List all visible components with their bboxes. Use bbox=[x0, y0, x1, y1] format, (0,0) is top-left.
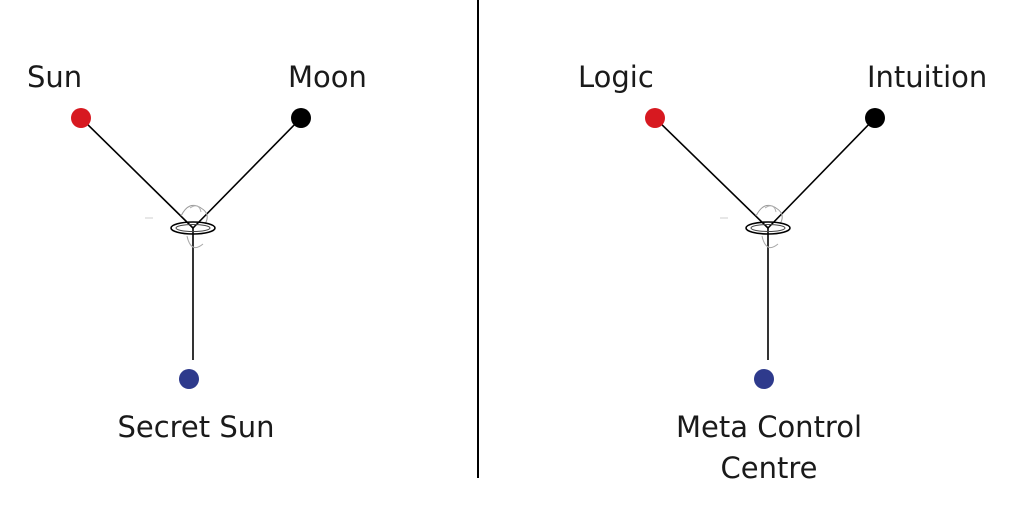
left-dot bbox=[71, 108, 91, 128]
right-panel: Logic Intuition Meta Control Centre bbox=[578, 60, 987, 485]
left-arm-line bbox=[654, 117, 769, 229]
bottom-dot bbox=[179, 369, 199, 389]
right-arm-line bbox=[192, 117, 302, 229]
left-dot bbox=[645, 108, 665, 128]
bottom-node-label-line-1: Meta Control bbox=[676, 410, 862, 444]
left-node-label: Logic bbox=[578, 60, 654, 94]
right-node-label: Intuition bbox=[867, 60, 987, 94]
bottom-node-label-line-2: Centre bbox=[721, 451, 818, 485]
right-arm-line bbox=[767, 117, 876, 229]
bottom-node-label: Secret Sun bbox=[117, 410, 274, 444]
right-dot bbox=[291, 108, 311, 128]
left-arm-line bbox=[80, 117, 194, 229]
right-dot bbox=[865, 108, 885, 128]
left-panel: Sun Moon Secret Sun bbox=[27, 60, 367, 444]
left-node-label: Sun bbox=[27, 60, 82, 94]
eye-icon bbox=[145, 204, 216, 249]
right-node-label: Moon bbox=[288, 60, 367, 94]
bottom-dot bbox=[754, 369, 774, 389]
eye-icon bbox=[720, 204, 791, 249]
